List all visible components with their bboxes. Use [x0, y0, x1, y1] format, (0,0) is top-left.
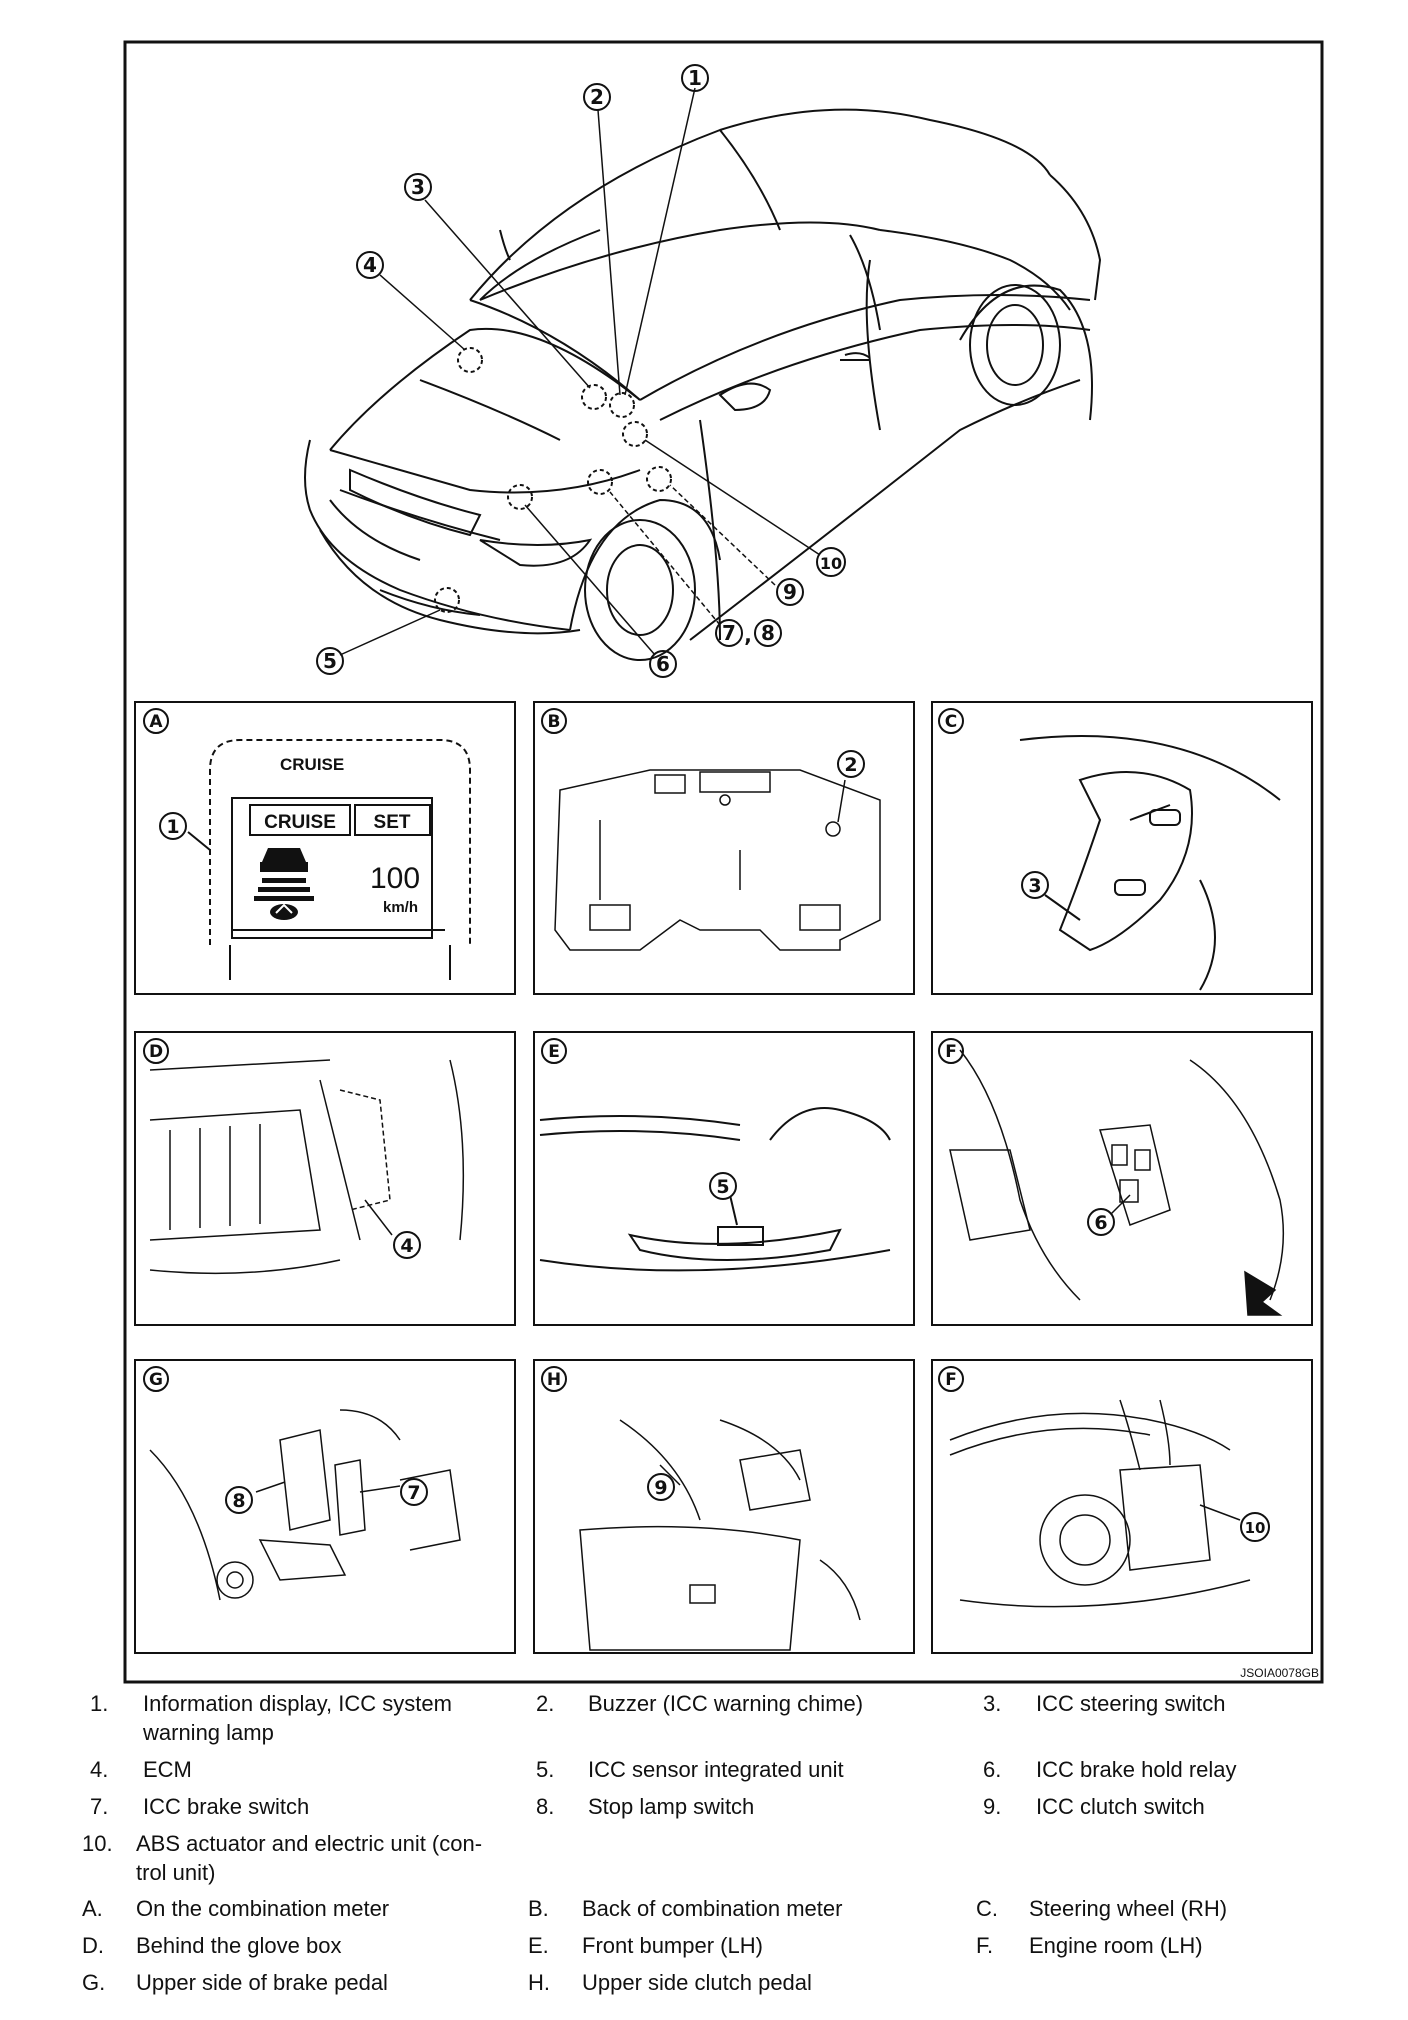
- cruise-indicator: CRUISE: [264, 812, 336, 833]
- callout-4: 4: [363, 253, 377, 277]
- panel-letter-f-bottom: F: [945, 1370, 957, 1390]
- car-illustration: [304, 108, 1102, 661]
- car-callouts: 1 2 3 4 5 6 7 , 8 9 10: [316, 64, 846, 678]
- panel-f-abs-actuator: [949, 1399, 1251, 1608]
- legend-text-f: Engine room (LH): [1029, 1933, 1203, 1958]
- panel-f-relay: [949, 1049, 1285, 1316]
- callout-1: 1: [688, 66, 702, 90]
- legend-num-10: 10.: [82, 1831, 113, 1856]
- legend-text-1-cont: warning lamp: [143, 1720, 274, 1745]
- legend-text-9: ICC clutch switch: [1036, 1794, 1205, 1819]
- legend-letter-b: B.: [528, 1896, 549, 1921]
- legend-letter-d: D.: [82, 1933, 104, 1958]
- callout-separator: ,: [744, 623, 752, 647]
- leader-lines: [339, 87, 821, 656]
- legend-letter-c: C.: [976, 1896, 998, 1921]
- panel-c-steering-wheel: [1019, 735, 1281, 991]
- callout-7: 7: [722, 621, 736, 645]
- panel-d-callout: 4: [400, 1235, 413, 1257]
- legend-num-2: 2.: [536, 1691, 555, 1716]
- callout-5: 5: [323, 649, 337, 673]
- legend-text-10: ABS actuator and electric unit (con-: [136, 1831, 483, 1856]
- legend-text-8: Stop lamp switch: [588, 1794, 755, 1819]
- panel-e-callout: 5: [716, 1176, 729, 1198]
- panel-letter-g: G: [149, 1370, 163, 1390]
- panel-letters: A B C D E F G H F: [143, 708, 964, 1392]
- legend-text-d: Behind the glove box: [136, 1933, 342, 1958]
- set-speed: 100: [370, 862, 420, 895]
- legend-text-a: On the combination meter: [136, 1896, 390, 1921]
- panel-b-callout: 2: [844, 754, 857, 776]
- speed-unit: km/h: [383, 899, 418, 916]
- figure-code: JSOIA0078GB: [1240, 1666, 1319, 1680]
- legend-num-1: 1.: [90, 1691, 109, 1716]
- legend-text-6: ICC brake hold relay: [1036, 1757, 1237, 1782]
- panel-frames: [134, 701, 1313, 1654]
- legend-text-c: Steering wheel (RH): [1029, 1896, 1228, 1921]
- legend-text-e: Front bumper (LH): [582, 1933, 763, 1958]
- legend-num-8: 8.: [536, 1794, 555, 1819]
- legend-num-7: 7.: [90, 1794, 109, 1819]
- panel-g-callout-8: 8: [232, 1490, 245, 1512]
- legend-text-h: Upper side clutch pedal: [582, 1970, 812, 1995]
- legend-letter-h: H.: [528, 1970, 550, 1995]
- display-text: CRUISE CRUISE SET 100 km/h: [264, 755, 420, 916]
- callout-8: 8: [761, 621, 775, 645]
- legend-text-7: ICC brake switch: [143, 1794, 310, 1819]
- panel-letter-b: B: [548, 712, 561, 732]
- panel-g-brake-pedal: [149, 1409, 461, 1601]
- display-header: CRUISE: [280, 755, 344, 774]
- panel-b-meter-back: [554, 769, 881, 951]
- panel-h-callout: 9: [654, 1477, 667, 1499]
- panel-h-clutch-pedal: [579, 1419, 861, 1651]
- set-indicator: SET: [374, 812, 411, 833]
- legend-num-3: 3.: [983, 1691, 1002, 1716]
- panel-letter-f-top: F: [945, 1042, 957, 1062]
- legend-text-1: Information display, ICC system: [143, 1691, 452, 1716]
- panel-e-bumper: [539, 1107, 891, 1272]
- legend-text-g: Upper side of brake pedal: [136, 1970, 388, 1995]
- panel-letter-h: H: [547, 1370, 561, 1390]
- locator-circles: [434, 347, 672, 613]
- legend-letter-f: F.: [976, 1933, 994, 1958]
- legend-text-10-cont: trol unit): [136, 1860, 216, 1885]
- panel-c-callout: 3: [1028, 875, 1041, 897]
- legend-text-2: Buzzer (ICC warning chime): [588, 1691, 864, 1716]
- legend-num-6: 6.: [983, 1757, 1002, 1782]
- panel-letter-d: D: [149, 1042, 163, 1062]
- legend-text-4: ECM: [143, 1757, 192, 1782]
- callout-9: 9: [783, 580, 797, 604]
- legend-letter-g: G.: [82, 1970, 106, 1995]
- legend-num-9: 9.: [983, 1794, 1002, 1819]
- panel-g-callout-7: 7: [407, 1482, 420, 1504]
- figure-frame: [123, 40, 1324, 1684]
- panel-letter-a: A: [149, 712, 163, 732]
- legend-num-5: 5.: [536, 1757, 555, 1782]
- panel-f-callout: 6: [1094, 1212, 1107, 1234]
- callout-10: 10: [820, 554, 842, 573]
- legend-text-5: ICC sensor integrated unit: [588, 1757, 844, 1782]
- panel-a-callout: 1: [166, 816, 179, 838]
- panel-d-glovebox: [149, 1059, 465, 1275]
- panel-a-display: [187, 739, 471, 980]
- callout-6: 6: [656, 652, 670, 676]
- panel-f2-callout: 10: [1245, 1519, 1266, 1537]
- panel-letter-e: E: [548, 1042, 560, 1062]
- legend-text-b: Back of combination meter: [582, 1896, 843, 1921]
- legend-letter-e: E.: [528, 1933, 549, 1958]
- legend-num-4: 4.: [90, 1757, 109, 1782]
- callout-2: 2: [590, 85, 604, 109]
- car-distance-icon: [254, 848, 314, 920]
- panel-callouts: 1 2 3 4 5 6 8 7 9 10: [159, 750, 1270, 1542]
- legend-text-3: ICC steering switch: [1036, 1691, 1226, 1716]
- panel-letter-c: C: [945, 712, 957, 732]
- legend-letter-a: A.: [82, 1896, 103, 1921]
- callout-3: 3: [411, 175, 425, 199]
